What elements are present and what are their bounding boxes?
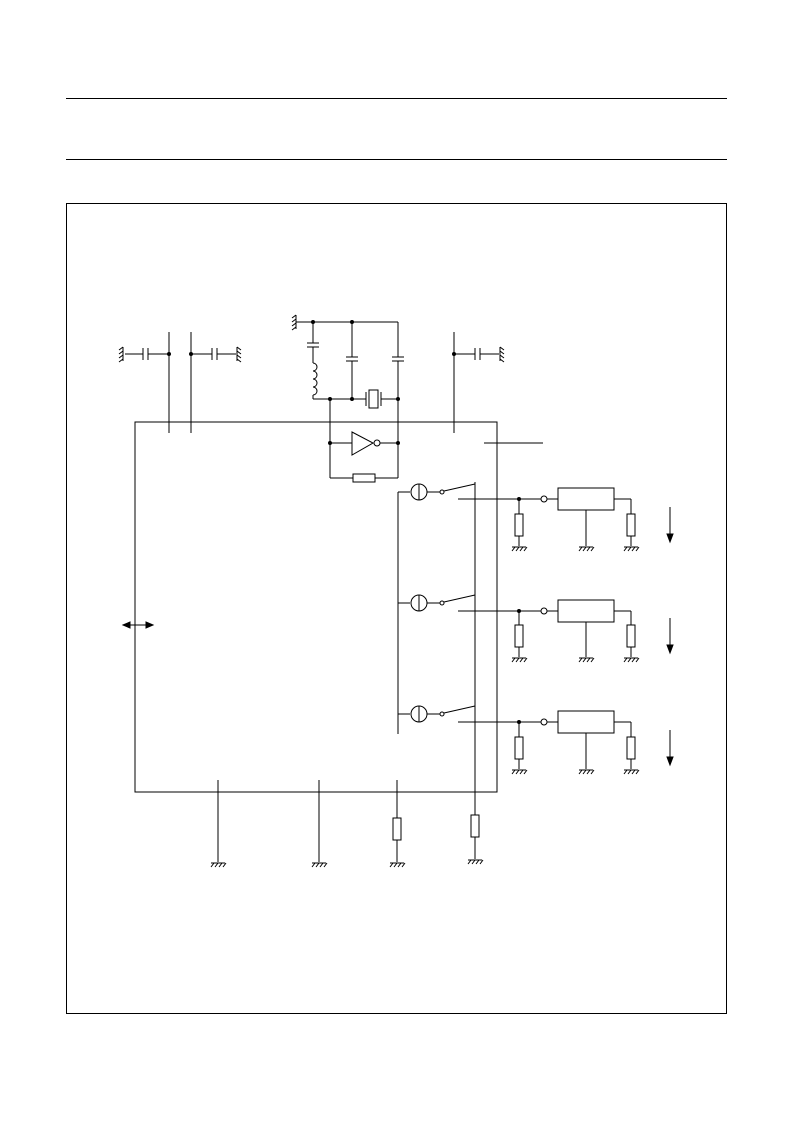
bidirectional-arrow-icon bbox=[123, 622, 153, 628]
ic-block bbox=[135, 422, 497, 792]
ground-icon bbox=[312, 863, 327, 867]
ground-icon bbox=[500, 347, 504, 362]
resistor-icon bbox=[627, 514, 635, 536]
switch-icon bbox=[444, 595, 475, 602]
ground-icon bbox=[579, 770, 594, 774]
header-rule-bottom bbox=[66, 159, 727, 160]
down-arrow-icon bbox=[667, 730, 673, 765]
down-arrow-icon bbox=[667, 618, 673, 653]
oscillator-network bbox=[292, 315, 404, 482]
ground-icon bbox=[468, 860, 483, 864]
switch-icon bbox=[444, 484, 475, 491]
bottom-pin-ground-2 bbox=[312, 780, 327, 867]
resistor-icon bbox=[515, 514, 523, 536]
current-source-icon bbox=[411, 484, 427, 500]
capacitor-icon bbox=[392, 357, 404, 361]
crystal-icon bbox=[366, 390, 381, 408]
ground-icon bbox=[390, 863, 405, 867]
amplifier-block bbox=[558, 488, 614, 510]
output-channel-3 bbox=[398, 706, 673, 774]
inverter-icon bbox=[352, 432, 380, 455]
ground-icon bbox=[512, 547, 527, 551]
ground-icon bbox=[512, 658, 527, 662]
amplifier-block bbox=[558, 600, 614, 622]
left-decoupling-network bbox=[119, 332, 241, 433]
output-channel-2 bbox=[398, 595, 673, 662]
ground-icon bbox=[292, 315, 296, 330]
ground-icon bbox=[211, 863, 226, 867]
right-decoupling-network bbox=[453, 332, 505, 433]
ground-icon bbox=[119, 347, 123, 362]
ground-icon bbox=[624, 658, 639, 662]
resistor-icon bbox=[393, 818, 401, 840]
inductor-icon bbox=[313, 363, 317, 395]
resistor-icon bbox=[515, 737, 523, 759]
bottom-pin-resistor-1 bbox=[390, 780, 405, 867]
ground-icon bbox=[579, 547, 594, 551]
output-channel-1 bbox=[398, 482, 673, 551]
ground-icon bbox=[512, 770, 527, 774]
header-rule-top bbox=[66, 98, 727, 99]
resistor-icon bbox=[515, 625, 523, 647]
down-arrow-icon bbox=[667, 507, 673, 542]
capacitor-icon bbox=[346, 357, 358, 361]
resistor-icon bbox=[471, 815, 479, 837]
resistor-icon bbox=[353, 474, 375, 482]
switch-icon bbox=[444, 706, 475, 713]
ground-icon bbox=[624, 547, 639, 551]
current-source-icon bbox=[411, 706, 427, 722]
capacitor-icon bbox=[307, 343, 319, 347]
bottom-pin-ground-1 bbox=[211, 780, 226, 867]
ground-icon bbox=[237, 347, 241, 362]
amplifier-block bbox=[558, 711, 614, 733]
figure-frame bbox=[66, 203, 727, 1014]
bottom-pin-resistor-2 bbox=[468, 815, 483, 864]
current-source-icon bbox=[411, 595, 427, 611]
ground-icon bbox=[579, 658, 594, 662]
resistor-icon bbox=[627, 737, 635, 759]
ground-icon bbox=[624, 770, 639, 774]
resistor-icon bbox=[627, 625, 635, 647]
